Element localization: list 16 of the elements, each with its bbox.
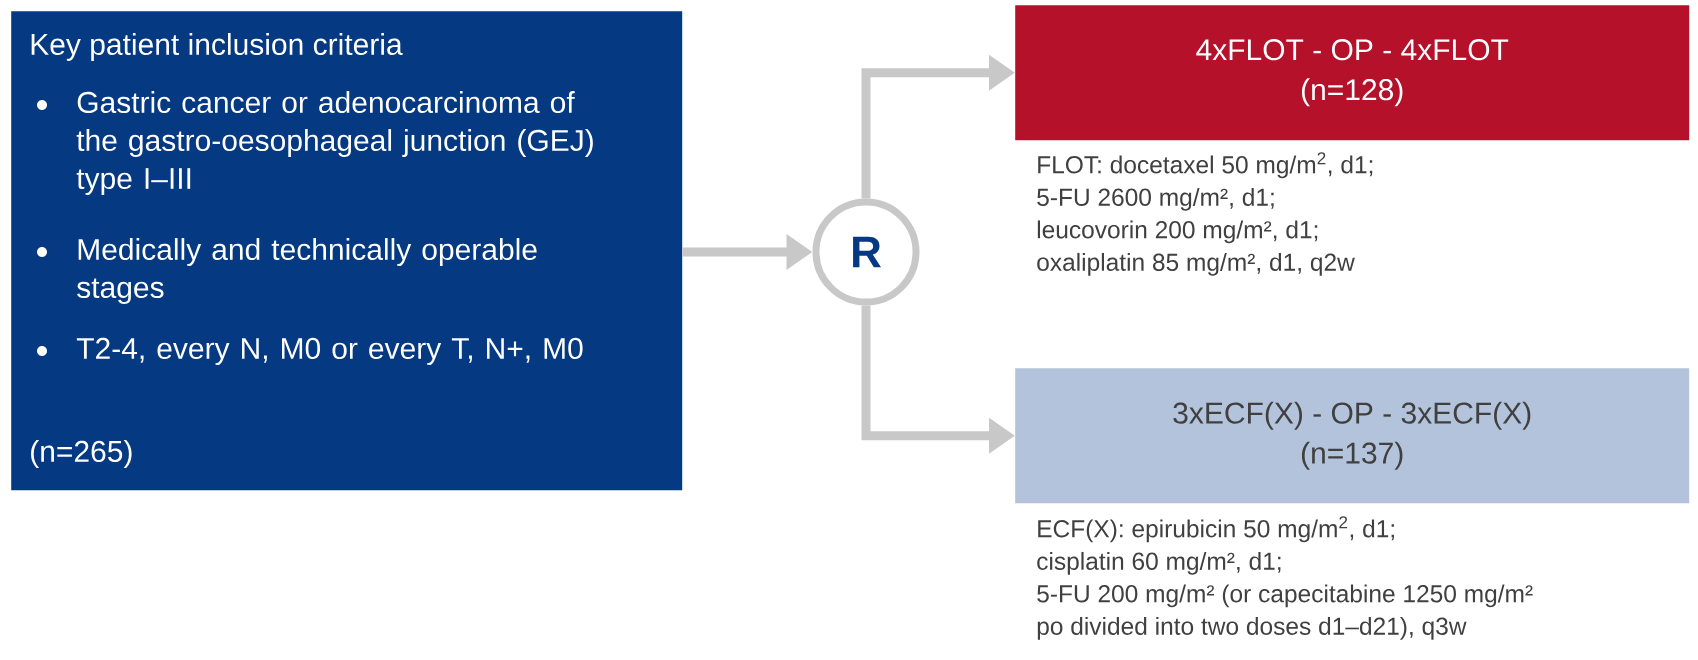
criteria-box: Key patient inclusion criteria Gastric cancer or adenocarcinoma of the gastro-oesophageal junction (GEJ) type I–III Medically and technically operable stages T2-4, every N, M0 or every T, N+, M0 (n=265) [11, 11, 683, 491]
treatment-arm-box: 4xFLOT - OP - 4xFLOT (n=128) [1015, 5, 1690, 141]
bullet-item: Medically and technically operable stages [37, 238, 537, 304]
node-label: oxaliplatin 85 mg/m², d1, q2w [1037, 252, 1355, 276]
bullet-item: T2-4, every N, M0 or every T, N+, M0 [37, 337, 583, 365]
node-label: 5-FU 2600 mg/m², d1; [1037, 187, 1274, 211]
treatment-arm-box: 3xECF(X) - OP - 3xECF(X) (n=137) [1015, 368, 1690, 504]
node-label: cisplatin 60 mg/m², d1; [1037, 551, 1281, 575]
node-label: 5-FU 200 mg/m² (or capecitabine 1250 mg/m² [1037, 584, 1533, 608]
node-label: leucovorin 200 mg/m², d1; [1037, 220, 1318, 244]
bullet-item: Gastric cancer or adenocarcinoma of the gastro-oesophageal junction (GEJ) type I–III [37, 91, 593, 195]
regimen-text: FLOT: docetaxel 50 mg/m$^{2}$, d1; 5-FU 2600 mg/m², d1; leucovorin 200 mg/m², d1; oxaliplatin 85 mg/m², d1, q2w [1037, 152, 1373, 276]
regimen-text: ECF(X): epirubicin 50 mg/m$^{2}$, d1; cisplatin 60 mg/m², d1; 5-FU 200 mg/m² (or capecitabine 1250 mg/m² po divided into two doses d1–d21), q3w [1037, 516, 1533, 640]
node-label: po divided into two doses d1–d21), q3w [1037, 616, 1467, 640]
node-label: ECF(X): epirubicin 50 mg/m$^{2}$, d1; [1038, 516, 1394, 543]
node-label: FLOT: docetaxel 50 mg/m$^{2}$, d1; [1038, 152, 1373, 179]
